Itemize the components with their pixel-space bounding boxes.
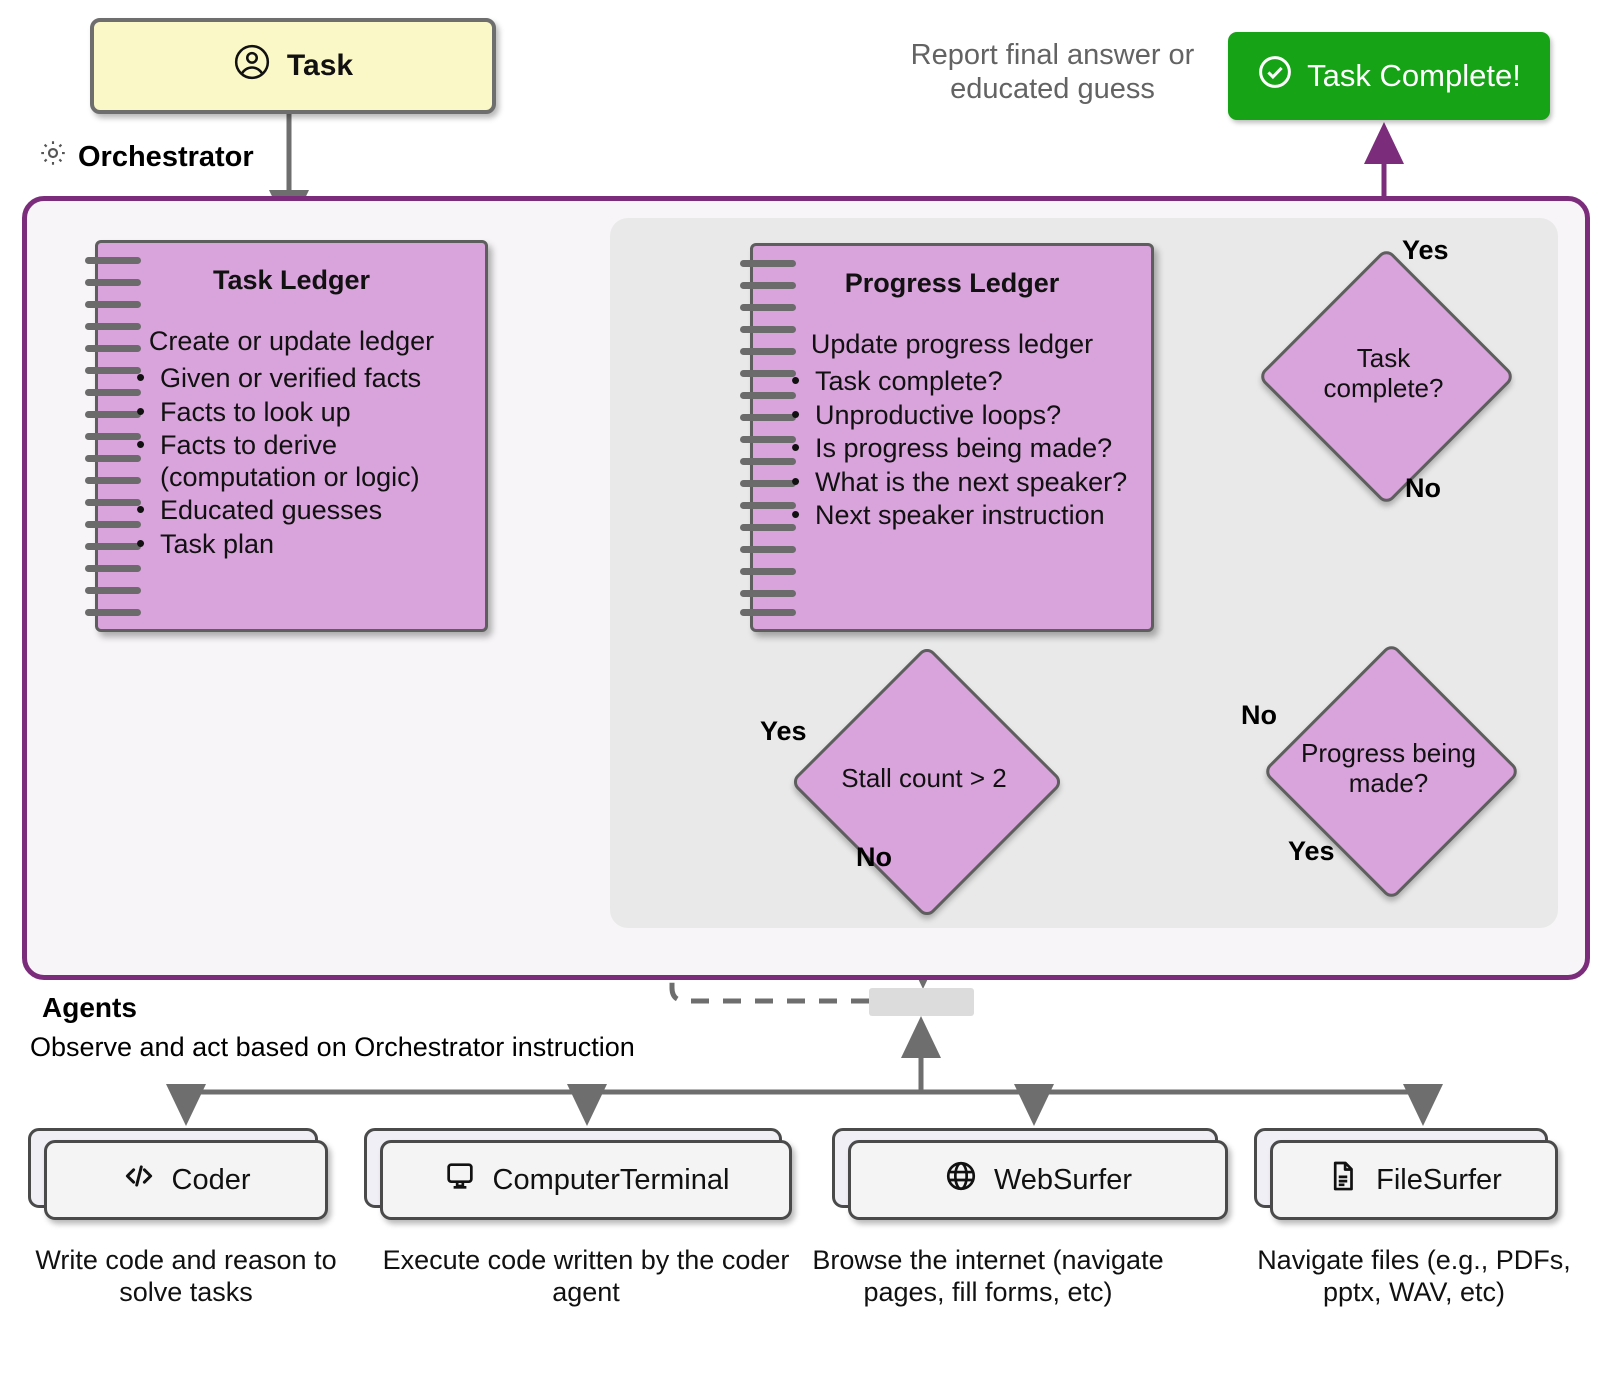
agents-title: Agents <box>42 992 137 1023</box>
agent-card-coder[interactable]: Coder <box>44 1140 328 1220</box>
decision-stall-count[interactable]: Stall count > 2 <box>789 644 1065 920</box>
agent-column-coder: Coder Write code and reason to solve tas… <box>28 1128 337 1309</box>
decision-progress-being-made[interactable]: Progress being made? <box>1262 642 1521 901</box>
list-item: Task plan <box>134 528 475 561</box>
progress-ledger-list: Task complete? Unproductive loops? Is pr… <box>753 365 1151 532</box>
monitor-icon <box>443 1159 477 1201</box>
progress-ledger-card[interactable]: Progress Ledger Update progress ledger T… <box>740 243 1154 632</box>
list-item: Facts to derive (computation or logic) <box>134 429 475 493</box>
agent-card-filesurfer[interactable]: FileSurfer <box>1270 1140 1558 1220</box>
list-item: What is the next speaker? <box>789 466 1141 499</box>
document-icon <box>1326 1159 1360 1201</box>
spiral-binding-icon <box>85 257 141 616</box>
task-complete-label: Task Complete! <box>1307 58 1521 93</box>
task-ledger-subtitle: Create or update ledger <box>148 326 435 356</box>
list-item: Next speaker instruction <box>789 499 1141 532</box>
agent-description: Write code and reason to solve tasks <box>35 1245 337 1308</box>
edge-label-task-complete-no: No <box>1405 473 1441 503</box>
agent-name: Coder <box>171 1163 251 1196</box>
agent-column-filesurfer: FileSurfer Navigate files (e.g., PDFs, p… <box>1254 1128 1571 1309</box>
list-item: Educated guesses <box>134 494 475 527</box>
list-item: Given or verified facts <box>134 362 475 395</box>
decision-label: Progress being made? <box>1301 738 1476 798</box>
agent-description: Execute code written by the coder agent <box>382 1245 790 1308</box>
gear-icon <box>38 138 68 176</box>
decision-label: Stall count > 2 <box>841 763 1007 794</box>
list-item: Unproductive loops? <box>789 399 1141 432</box>
task-ledger-card[interactable]: Task Ledger Create or update ledger Give… <box>85 240 488 632</box>
task-complete-badge[interactable]: Task Complete! <box>1228 32 1550 120</box>
progress-ledger-title: Progress Ledger <box>844 268 1060 298</box>
agents-subtitle: Observe and act based on Orchestrator in… <box>30 1032 635 1062</box>
agent-column-websurfer: WebSurfer Browse the internet (navigate … <box>812 1128 1228 1309</box>
agent-card-websurfer[interactable]: WebSurfer <box>848 1140 1228 1220</box>
user-circle-icon <box>233 43 271 89</box>
check-circle-icon <box>1257 54 1293 98</box>
orchestrator-label-group: Orchestrator <box>38 138 254 176</box>
list-item: Facts to look up <box>134 396 475 429</box>
agent-column-computerterminal: ComputerTerminal Execute code written by… <box>364 1128 792 1309</box>
spiral-binding-icon <box>740 260 796 616</box>
task-ledger-title: Task Ledger <box>212 265 371 295</box>
orchestrator-label: Orchestrator <box>78 140 254 173</box>
edge-label-stall-yes: Yes <box>760 716 807 746</box>
agent-description: Browse the internet (navigate pages, fil… <box>812 1245 1164 1308</box>
agent-name: WebSurfer <box>993 1163 1133 1196</box>
edge-agent-fanout <box>183 1084 1443 1127</box>
agent-card-computerterminal[interactable]: ComputerTerminal <box>380 1140 792 1220</box>
agent-name: ComputerTerminal <box>492 1163 730 1196</box>
task-ledger-list: Given or verified facts Facts to look up… <box>98 362 485 561</box>
code-brackets-icon <box>122 1159 156 1201</box>
list-item: Is progress being made? <box>789 432 1141 465</box>
decision-label: Task complete? <box>1323 343 1444 403</box>
report-final-answer-text: Report final answer or educated guess <box>910 39 1195 106</box>
list-item: Task complete? <box>789 365 1141 398</box>
task-node-label: Task <box>286 49 354 82</box>
edge-label-task-complete-yes: Yes <box>1402 235 1449 265</box>
globe-icon <box>944 1159 978 1201</box>
agent-hub-bar <box>869 988 974 1016</box>
progress-ledger-subtitle: Update progress ledger <box>810 329 1094 359</box>
edge-label-progress-made-no: No <box>1241 700 1277 730</box>
edge-label-stall-no: No <box>856 842 892 872</box>
agent-description: Navigate files (e.g., PDFs, pptx, WAV, e… <box>1257 1245 1571 1308</box>
edge-label-progress-made-yes: Yes <box>1288 836 1335 866</box>
agent-name: FileSurfer <box>1376 1163 1502 1196</box>
decision-task-complete[interactable]: Task complete? <box>1257 247 1516 506</box>
task-node[interactable]: Task <box>90 18 496 114</box>
